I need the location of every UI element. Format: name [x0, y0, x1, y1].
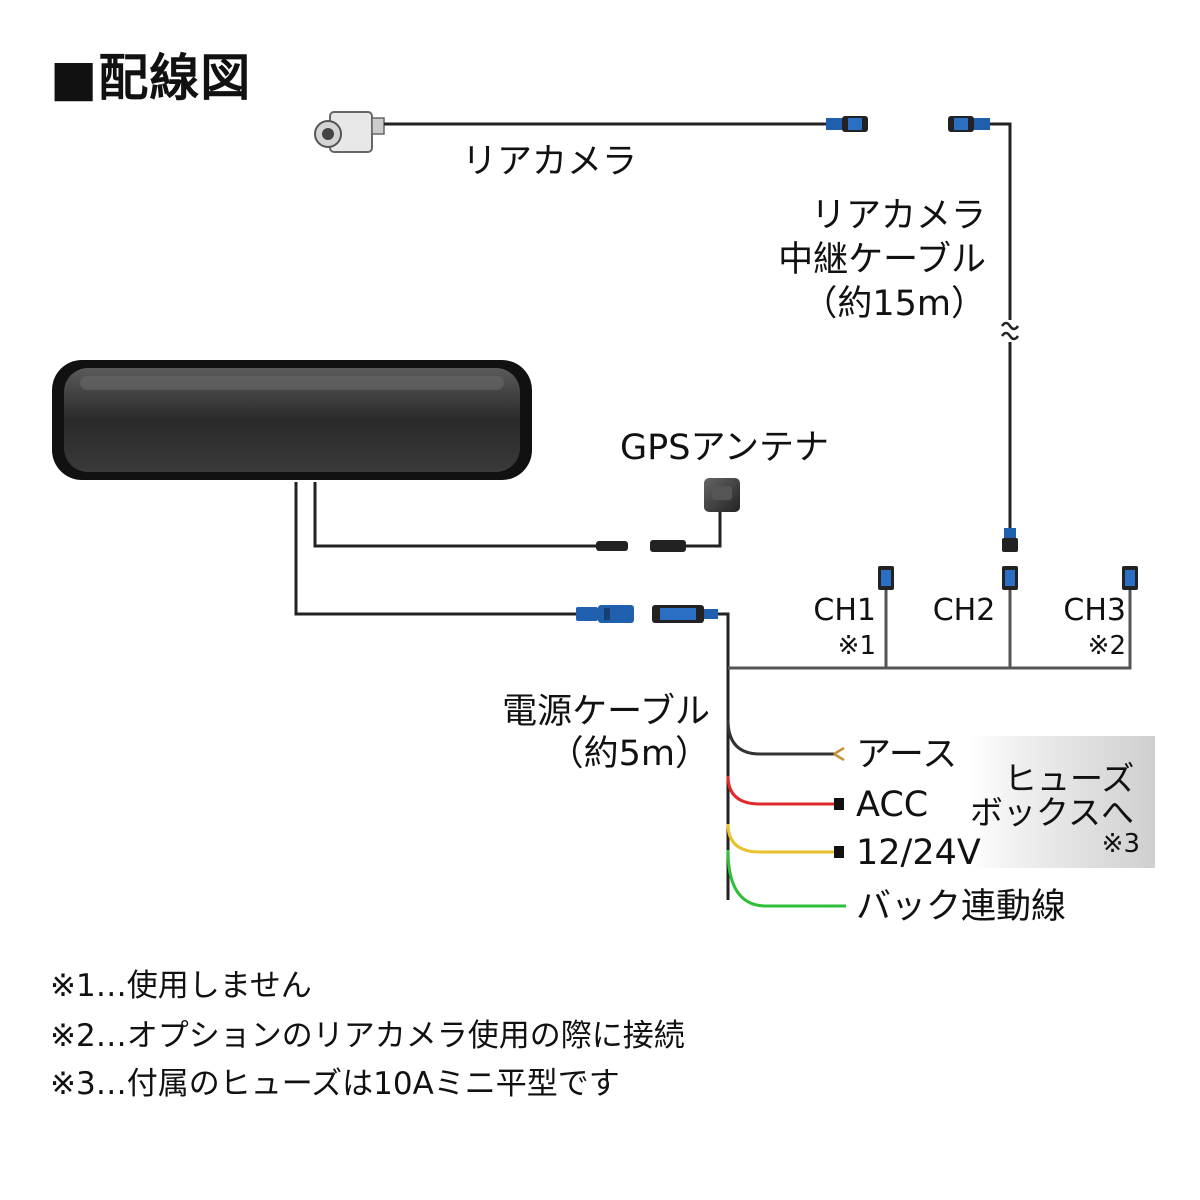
mirror-monitor: [52, 360, 532, 480]
power-cable-label-line1: 電源ケーブル: [502, 692, 710, 732]
ground-wire-label: アース: [856, 735, 958, 775]
gps-antenna-cable: [686, 512, 722, 548]
gps-antenna-label: GPSアンテナ: [620, 428, 830, 468]
fuse-box-label-line1: ヒューズ: [1004, 759, 1135, 798]
ground-wire: [726, 719, 834, 756]
gps-cable-mirror-side: [313, 482, 596, 548]
gps-connector: [596, 540, 686, 552]
ch1-label: CH1: [813, 593, 876, 628]
ch2-connector: [1002, 566, 1018, 590]
acc-wire-label: ACC: [856, 785, 929, 825]
rear-camera-icon: [314, 111, 385, 153]
ch3-label: CH3: [1063, 593, 1126, 628]
power-connector-harness-side: [652, 605, 718, 623]
relay-cable-upper: [990, 122, 1012, 320]
note-2: ※2…オプションのリアカメラ使用の際に接続: [50, 1018, 685, 1054]
cable-break-icon: [1000, 321, 1020, 341]
power-wire-label: 12/24V: [856, 833, 981, 873]
relay-cable-end-connector: [1002, 528, 1018, 552]
power-wire: [726, 823, 834, 854]
rear-camera-connector: [826, 116, 868, 132]
relay-cable-label-line1: リアカメラ: [810, 196, 986, 236]
ch1-connector: [878, 566, 894, 590]
ground-terminal-icon: [833, 746, 845, 762]
fuse-box-panel: [970, 736, 1155, 868]
power-cable-mirror-side: [294, 482, 576, 616]
page-title: ■配線図: [50, 49, 252, 107]
acc-terminal: [834, 798, 844, 810]
ch2-label: CH2: [932, 593, 996, 628]
fuse-box-note: ※3: [1101, 829, 1140, 859]
power-cable-label-line2: （約5m）: [548, 734, 710, 774]
reverse-wire: [726, 849, 846, 908]
reverse-wire-label: バック連動線: [856, 887, 1067, 927]
fuse-box-label-line2: ボックスへ: [970, 793, 1135, 832]
power-terminal: [834, 846, 844, 858]
relay-cable-connector: [948, 116, 990, 132]
ch1-note: ※1: [837, 631, 876, 661]
gps-antenna-icon: [704, 478, 740, 512]
note-1: ※1…使用しません: [50, 968, 312, 1004]
ch3-connector: [1122, 566, 1138, 590]
relay-cable-label-line3: （約15m）: [802, 284, 986, 324]
rear-camera-label: リアカメラ: [462, 142, 638, 182]
power-harness-trunk: [718, 612, 730, 900]
relay-cable-label-line2: 中継ケーブル: [778, 240, 986, 280]
channel-bus: [728, 590, 1132, 670]
note-3: ※3…付属のヒューズは10Aミニ平型です: [50, 1066, 620, 1102]
acc-wire: [726, 775, 834, 806]
ch3-note: ※2: [1087, 631, 1126, 661]
power-connector-mirror-side: [576, 605, 634, 623]
